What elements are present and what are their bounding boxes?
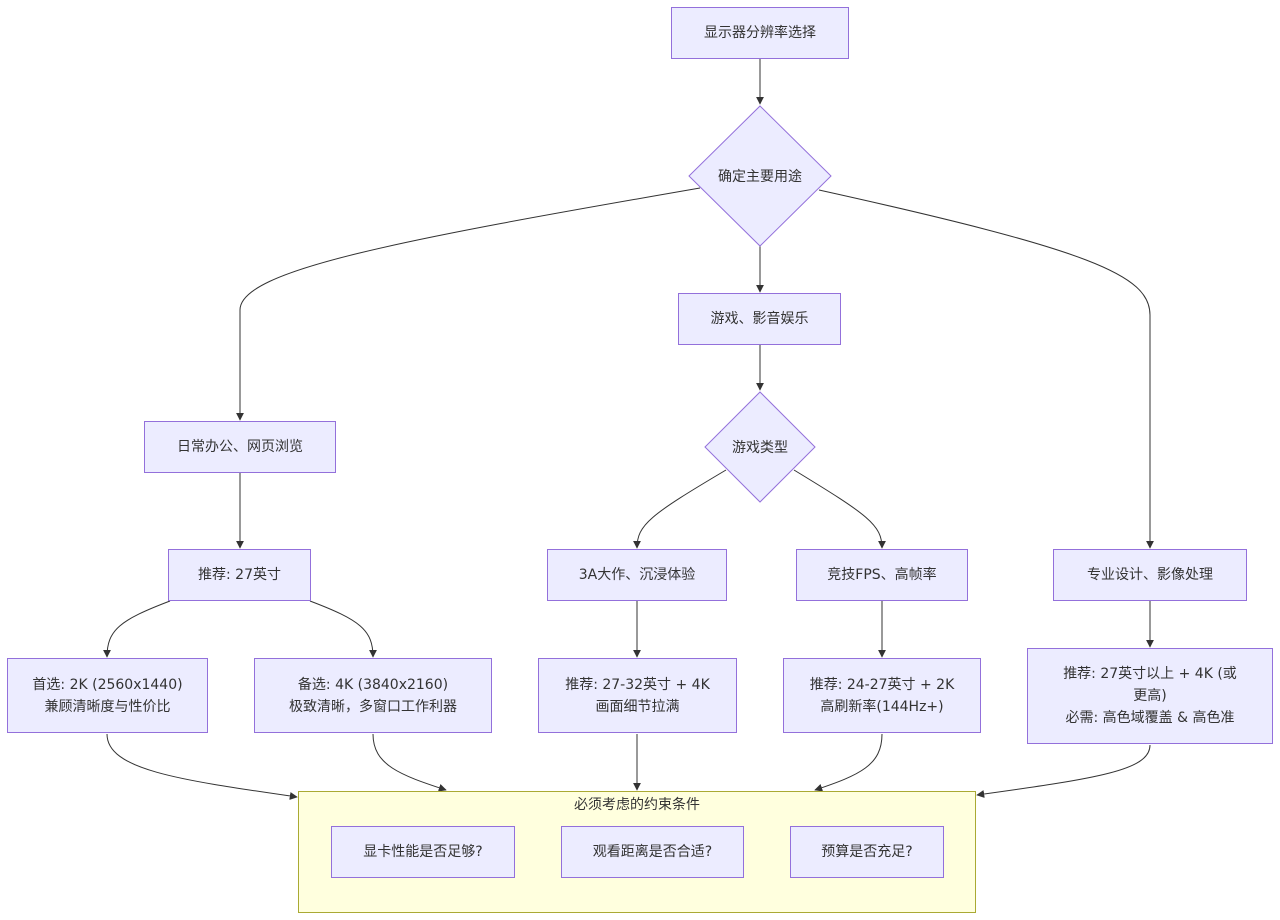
- edge-4k-cluster: [372, 733, 447, 792]
- node-design-label: 专业设计、影像处理: [1087, 567, 1213, 583]
- node-office-label: 日常办公、网页浏览: [177, 439, 303, 455]
- decision-purpose-label: 确定主要用途: [718, 169, 802, 185]
- decision-gametype[interactable]: 游戏类型: [704, 391, 816, 503]
- constraint-budget-label: 预算是否充足?: [821, 844, 913, 860]
- node-rec-fps-label: 推荐: 24-27英寸 + 2K 高刷新率(144Hz+): [809, 676, 955, 715]
- cluster-title: 必须考虑的约束条件: [574, 797, 700, 813]
- edge-purpose-design: [818, 189, 1154, 549]
- edge-rec27-2k: [103, 600, 171, 658]
- node-opt2k-label: 首选: 2K (2560x1440) 兼顾清晰度与性价比: [32, 676, 183, 715]
- node-aaa-label: 3A大作、沉浸体验: [578, 567, 696, 583]
- constraint-gpu[interactable]: 显卡性能是否足够?: [331, 826, 515, 878]
- edge-fps-cluster: [814, 733, 883, 792]
- decision-gametype-shape: [704, 391, 816, 503]
- edge-design-cluster: [976, 744, 1151, 798]
- edge-rec27-4k: [309, 600, 377, 658]
- node-rec-design[interactable]: 推荐: 27英寸以上 + 4K (或 更高) 必需: 高色域覆盖 & 高色准: [1027, 648, 1273, 744]
- node-aaa[interactable]: 3A大作、沉浸体验: [547, 549, 727, 601]
- decision-purpose[interactable]: 确定主要用途: [688, 105, 832, 247]
- node-rec-fps[interactable]: 推荐: 24-27英寸 + 2K 高刷新率(144Hz+): [783, 658, 981, 733]
- node-opt4k[interactable]: 备选: 4K (3840x2160) 极致清晰，多窗口工作利器: [254, 658, 492, 733]
- node-design[interactable]: 专业设计、影像处理: [1053, 549, 1247, 601]
- node-opt2k[interactable]: 首选: 2K (2560x1440) 兼顾清晰度与性价比: [7, 658, 208, 733]
- constraint-budget[interactable]: 预算是否充足?: [790, 826, 944, 878]
- edge-2k-cluster: [106, 733, 298, 800]
- node-office[interactable]: 日常办公、网页浏览: [144, 421, 336, 473]
- constraint-distance-label: 观看距离是否合适?: [592, 844, 713, 860]
- node-rec27[interactable]: 推荐: 27英寸: [168, 549, 311, 601]
- decision-purpose-shape: [688, 105, 832, 247]
- node-gaming[interactable]: 游戏、影音娱乐: [678, 293, 841, 345]
- node-gaming-label: 游戏、影音娱乐: [710, 311, 809, 327]
- constraint-distance[interactable]: 观看距离是否合适?: [561, 826, 744, 878]
- node-start[interactable]: 显示器分辨率选择: [671, 7, 849, 59]
- edge-purpose-office: [236, 187, 701, 421]
- decision-gametype-label: 游戏类型: [732, 440, 788, 456]
- node-start-label: 显示器分辨率选择: [704, 25, 816, 41]
- node-rec27-label: 推荐: 27英寸: [198, 567, 281, 583]
- node-fps[interactable]: 竞技FPS、高帧率: [796, 549, 968, 601]
- constraint-gpu-label: 显卡性能是否足够?: [363, 844, 483, 860]
- node-opt4k-label: 备选: 4K (3840x2160) 极致清晰，多窗口工作利器: [289, 676, 457, 715]
- node-fps-label: 竞技FPS、高帧率: [827, 567, 937, 583]
- node-rec-aaa-label: 推荐: 27-32英寸 + 4K 画面细节拉满: [565, 676, 710, 715]
- node-rec-design-label: 推荐: 27英寸以上 + 4K (或 更高) 必需: 高色域覆盖 & 高色准: [1063, 666, 1237, 726]
- node-rec-aaa[interactable]: 推荐: 27-32英寸 + 4K 画面细节拉满: [538, 658, 737, 733]
